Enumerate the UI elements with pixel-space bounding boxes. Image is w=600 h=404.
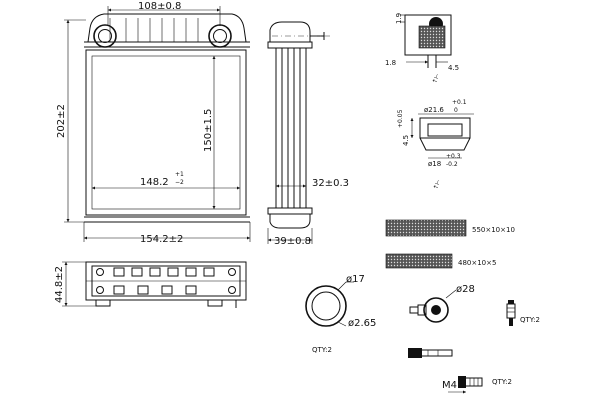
detail-tube: 1.9 1.8 4.5 ↑⊢ bbox=[385, 13, 459, 85]
dim-height-total: 202±2 bbox=[56, 104, 67, 138]
dim-pipe-inner-tol-up: +0.3 bbox=[446, 153, 461, 160]
foam-strips: 550×10×10 480×10×5 bbox=[385, 219, 515, 269]
dim-pipe-height: 4.5 bbox=[402, 135, 410, 146]
dim-tube-right: 4.5 bbox=[448, 64, 459, 72]
dim-core-width-tol-dn: −2 bbox=[175, 179, 184, 186]
o-ring: ø17 ø2.65 QTY:2 bbox=[305, 274, 376, 354]
dim-top-width: 108±0.8 bbox=[138, 1, 181, 12]
screw-qty: QTY:2 bbox=[492, 378, 512, 386]
dim-core-width: 148.2 bbox=[140, 177, 169, 188]
foam-strip-2 bbox=[385, 253, 453, 269]
pin: QTY:2 bbox=[506, 300, 540, 326]
dim-pipe-outer-tol-dn: 0 bbox=[454, 107, 458, 114]
foam-strip-1 bbox=[385, 219, 467, 237]
front-view: 108±0.8 202±2 150±1.5 148.2 +1 −2 154.2±… bbox=[56, 1, 251, 245]
front-top-tank bbox=[84, 13, 250, 48]
dim-oring-dia: ø17 bbox=[346, 274, 365, 285]
bottom-view: 44.8±2 bbox=[54, 261, 247, 308]
dim-pipe-inner: ø18 bbox=[428, 160, 441, 168]
detail-pipe-tag-icon: ↑⊢ bbox=[432, 179, 442, 191]
front-core bbox=[84, 49, 250, 223]
oring-qty: QTY:2 bbox=[312, 346, 332, 354]
foam-label-2: 480×10×5 bbox=[458, 259, 496, 267]
detail-pipe: 4.5 +0.05 ø21.6 +0.1 0 ø18 +0.3 -0.2 ↑⊢ bbox=[397, 99, 474, 191]
screw: M4 QTY:2 bbox=[442, 376, 512, 394]
dim-oring-thickness: ø2.65 bbox=[348, 318, 376, 329]
dim-tube-top: 1.9 bbox=[395, 13, 403, 24]
pin-qty: QTY:2 bbox=[520, 316, 540, 324]
dim-bottom-height: 44.8±2 bbox=[54, 266, 65, 303]
dim-core-width-tol-up: +1 bbox=[175, 171, 184, 178]
clamp-ring bbox=[423, 297, 449, 323]
dim-overall-width: 154.2±2 bbox=[140, 234, 183, 245]
dim-pipe-inner-tol-dn: -0.2 bbox=[446, 161, 458, 168]
dim-clamp-dia: ø28 bbox=[456, 284, 475, 295]
clip bbox=[408, 348, 453, 358]
dim-pipe-outer-tol-up: +0.1 bbox=[452, 99, 467, 106]
dim-tube-left: 1.8 bbox=[385, 59, 396, 67]
dim-pipe-outer: ø21.6 bbox=[424, 106, 444, 114]
side-view: 32±0.3 39±0.8 bbox=[267, 21, 349, 247]
outlet-port bbox=[208, 24, 232, 48]
foam-label-1: 550×10×10 bbox=[472, 226, 515, 234]
dim-height-inner: 150±1.5 bbox=[203, 109, 214, 152]
clamp: ø28 bbox=[409, 284, 475, 323]
screw-thread: M4 bbox=[442, 380, 457, 391]
dim-pipe-height-tol: +0.05 bbox=[397, 109, 404, 128]
o-ring-outer bbox=[305, 285, 347, 327]
inlet-port bbox=[93, 24, 117, 48]
detail-tube-tag-icon: ↑⊢ bbox=[431, 73, 441, 85]
dim-depth-inner: 32±0.3 bbox=[312, 178, 349, 189]
dim-depth-total: 39±0.8 bbox=[274, 236, 311, 247]
